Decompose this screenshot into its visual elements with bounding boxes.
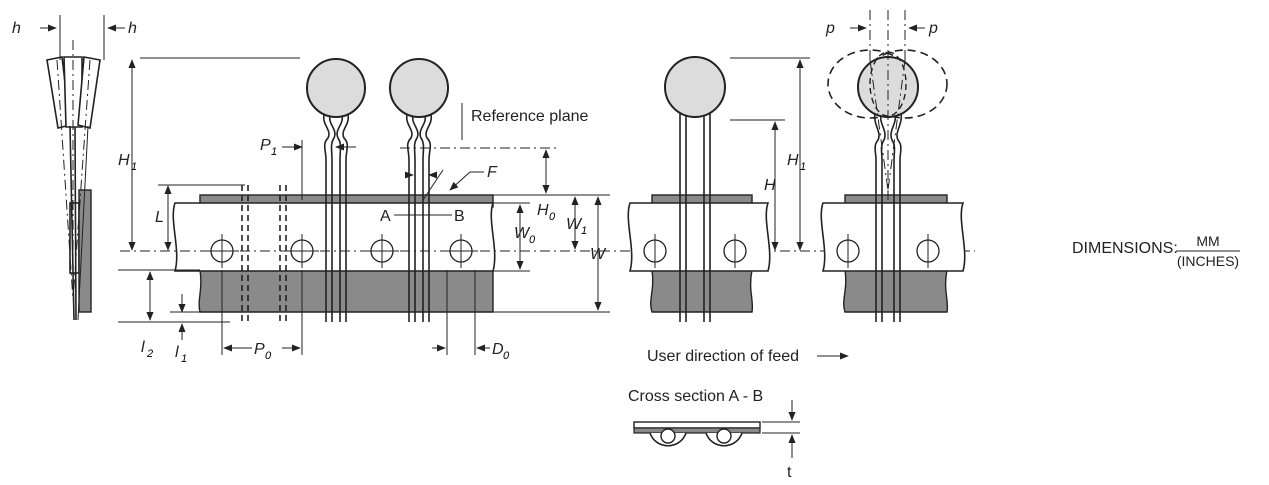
H0-label: H [537, 202, 549, 219]
dimensions-unit-mm: MM [1196, 233, 1219, 249]
middle-front-view: H H 1 User direction of feed [627, 56, 849, 365]
L-label: L [155, 209, 164, 226]
p-right-label: p [928, 20, 938, 37]
component-body [664, 56, 726, 118]
P0-label: P [254, 341, 265, 358]
h-left-label: h [12, 20, 21, 37]
side-view: h h [12, 15, 137, 321]
empty-lead-positions [241, 185, 287, 322]
h-right-label: h [128, 20, 137, 37]
dimensions-note: DIMENSIONS: MM (INCHES) [1072, 233, 1240, 269]
D0-sub: 0 [503, 350, 510, 362]
B-label: B [454, 208, 465, 225]
t-label: t [787, 464, 792, 481]
H1-right-label: H [787, 152, 799, 169]
component-body [306, 58, 366, 118]
right-front-view: p p [820, 10, 966, 322]
P1-label: P [260, 137, 271, 154]
side-body-tilt-right [77, 56, 101, 129]
P0-sub: 0 [265, 350, 272, 362]
W1-label: W [566, 216, 583, 233]
W-label: W [590, 246, 607, 263]
H1-right-sub: 1 [800, 161, 806, 173]
dimensions-unit-inches: (INCHES) [1177, 253, 1239, 269]
P1-sub: 1 [271, 146, 277, 158]
H0-sub: 0 [549, 211, 556, 223]
cross-section-label: Cross section A - B [628, 388, 763, 405]
A-label: A [380, 208, 391, 225]
component-1 [306, 58, 366, 322]
l2-label: l [141, 339, 145, 356]
H-label: H [764, 177, 776, 194]
main-front-view: H 1 L l 2 l 1 P 0 P 1 Reference plane [118, 57, 975, 365]
component-2 [389, 58, 449, 322]
l2-sub: 2 [146, 348, 153, 360]
W1-sub: 1 [581, 225, 587, 237]
side-tape-carrier [78, 189, 92, 313]
W0-sub: 0 [529, 234, 536, 246]
l1-sub: 1 [181, 353, 187, 365]
l1-label: l [175, 344, 179, 361]
feed-direction-label: User direction of feed [647, 348, 799, 365]
side-body-center [63, 56, 83, 128]
carrier-strip-bottom [650, 269, 754, 313]
component-body [389, 58, 449, 118]
reference-plane-label: Reference plane [471, 108, 589, 125]
p-left-label: p [825, 20, 835, 37]
carrier-strip-bottom [843, 269, 949, 313]
H1-left-sub: 1 [131, 161, 137, 173]
dimensions-label: DIMENSIONS: [1072, 240, 1178, 257]
F-label: F [487, 164, 498, 181]
cross-section-view: Cross section A - B t [628, 388, 800, 481]
D0-label: D [492, 341, 504, 358]
H1-left-label: H [118, 152, 130, 169]
W0-label: W [514, 225, 531, 242]
